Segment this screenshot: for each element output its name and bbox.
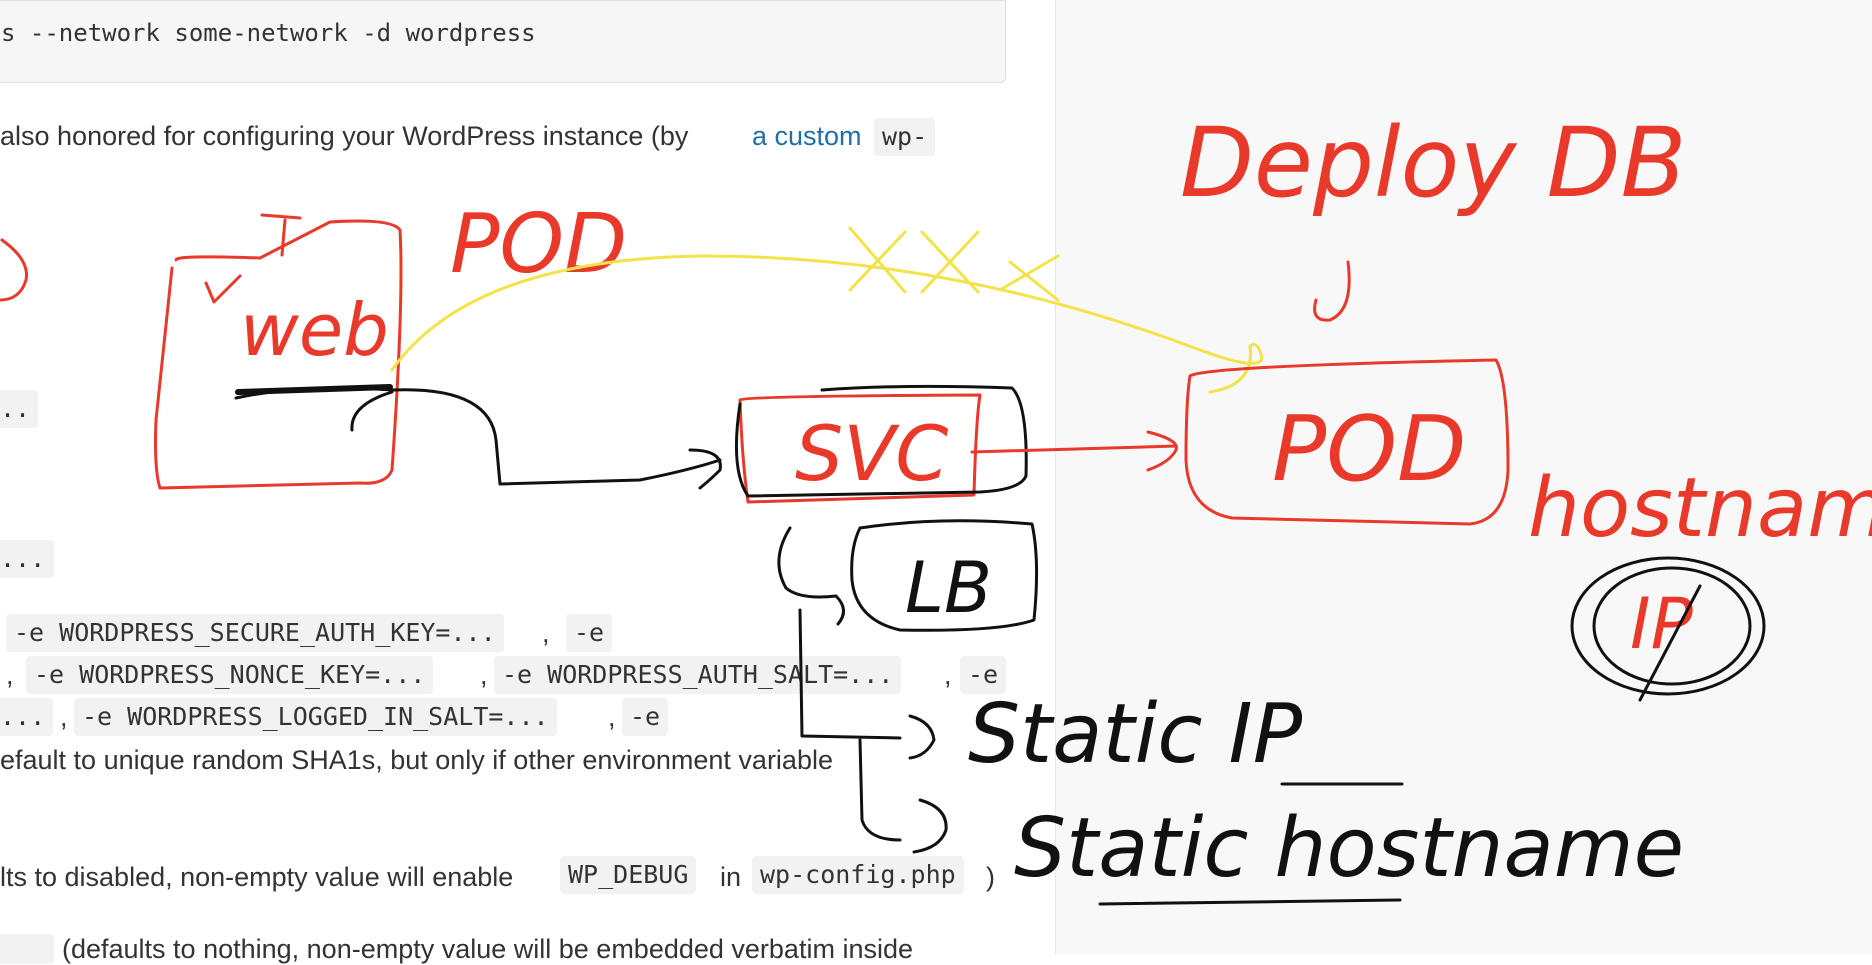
ip-handwritten-label: IP	[1630, 583, 1694, 665]
inline-code-nonce-key: -e WORDPRESS_NONCE_KEY=...	[26, 656, 434, 694]
svc-to-pod-arrow	[970, 430, 1178, 472]
static-underlines	[1098, 782, 1404, 906]
static-ip-bracket	[798, 608, 936, 760]
panel-divider	[1055, 0, 1056, 954]
static-ip-handwritten: Static IP	[968, 687, 1303, 782]
inline-code-wp: wp-	[874, 118, 936, 156]
inline-code-e-flag: -e	[960, 656, 1007, 694]
inline-code-e-flag: -e	[622, 698, 669, 736]
code-block[interactable]: s --network some-network -d wordpress	[0, 0, 1006, 83]
web-underline	[235, 384, 393, 395]
sidebar-background	[1056, 0, 1872, 954]
inline-code-dots: ...	[0, 698, 54, 736]
hostname-handwritten: hostname	[1528, 461, 1872, 556]
yellow-connection-arc	[390, 254, 1264, 394]
inline-code-wp-debug: WP_DEBUG	[560, 856, 697, 894]
web-pod-box	[154, 213, 403, 490]
comma-separator: ,	[608, 702, 616, 732]
debug-explanation-text: lts to disabled, non-empty value will en…	[0, 862, 514, 892]
inline-code-secure-auth-key: -e WORDPRESS_SECURE_AUTH_KEY=...	[6, 614, 504, 652]
inline-code-auth-salt: -e WORDPRESS_AUTH_SALT=...	[494, 656, 902, 694]
inline-code-wp-config: wp-config.php	[752, 856, 964, 894]
env-intro-text: also honored for configuring your WordPr…	[0, 121, 689, 151]
db-pod-box	[1184, 358, 1510, 526]
inline-code-ellipsis: ..	[0, 390, 38, 428]
web-to-svc-arrow	[234, 386, 722, 490]
ip-circle-outer	[1570, 556, 1766, 696]
svc-box	[734, 384, 1028, 504]
static-hostname-handwritten: Static hostname	[1014, 801, 1684, 896]
custom-link[interactable]: a custom	[752, 121, 862, 151]
ip-strike	[1638, 584, 1702, 702]
cross-marks-label: XXX	[860, 229, 862, 231]
deploy-db-handwritten: Deploy DB	[1180, 107, 1686, 219]
web-handwritten-label: web	[240, 288, 389, 372]
db-pod-handwritten-label: POD	[1272, 397, 1466, 502]
red-partial-arc	[0, 238, 28, 302]
svc-handwritten-label: SVC	[795, 409, 948, 498]
inline-code-ellipsis: ...	[0, 540, 54, 578]
inline-code-e-flag: -e	[566, 614, 613, 652]
docker-run-command: s --network some-network -d wordpress	[1, 19, 536, 47]
debug-close-paren: )	[986, 862, 995, 892]
comma-separator: ,	[944, 660, 952, 690]
deploy-db-arrow	[1313, 260, 1351, 322]
inline-code-logged-in-salt: -e WORDPRESS_LOGGED_IN_SALT=...	[74, 698, 557, 736]
comma-separator: ,	[60, 702, 68, 732]
lb-box	[777, 519, 1039, 632]
comma-separator: ,	[480, 660, 488, 690]
static-hostname-bracket	[858, 738, 948, 854]
default-explanation-text: efault to unique random SHA1s, but only …	[0, 745, 833, 775]
comma-separator: ,	[6, 660, 14, 690]
lb-handwritten-label: LB	[905, 547, 992, 629]
ip-circle-inner	[1592, 566, 1752, 686]
yellow-cross-marks	[848, 226, 1060, 302]
comma-separator: ,	[542, 618, 550, 648]
debug-in-text: in	[720, 862, 742, 892]
